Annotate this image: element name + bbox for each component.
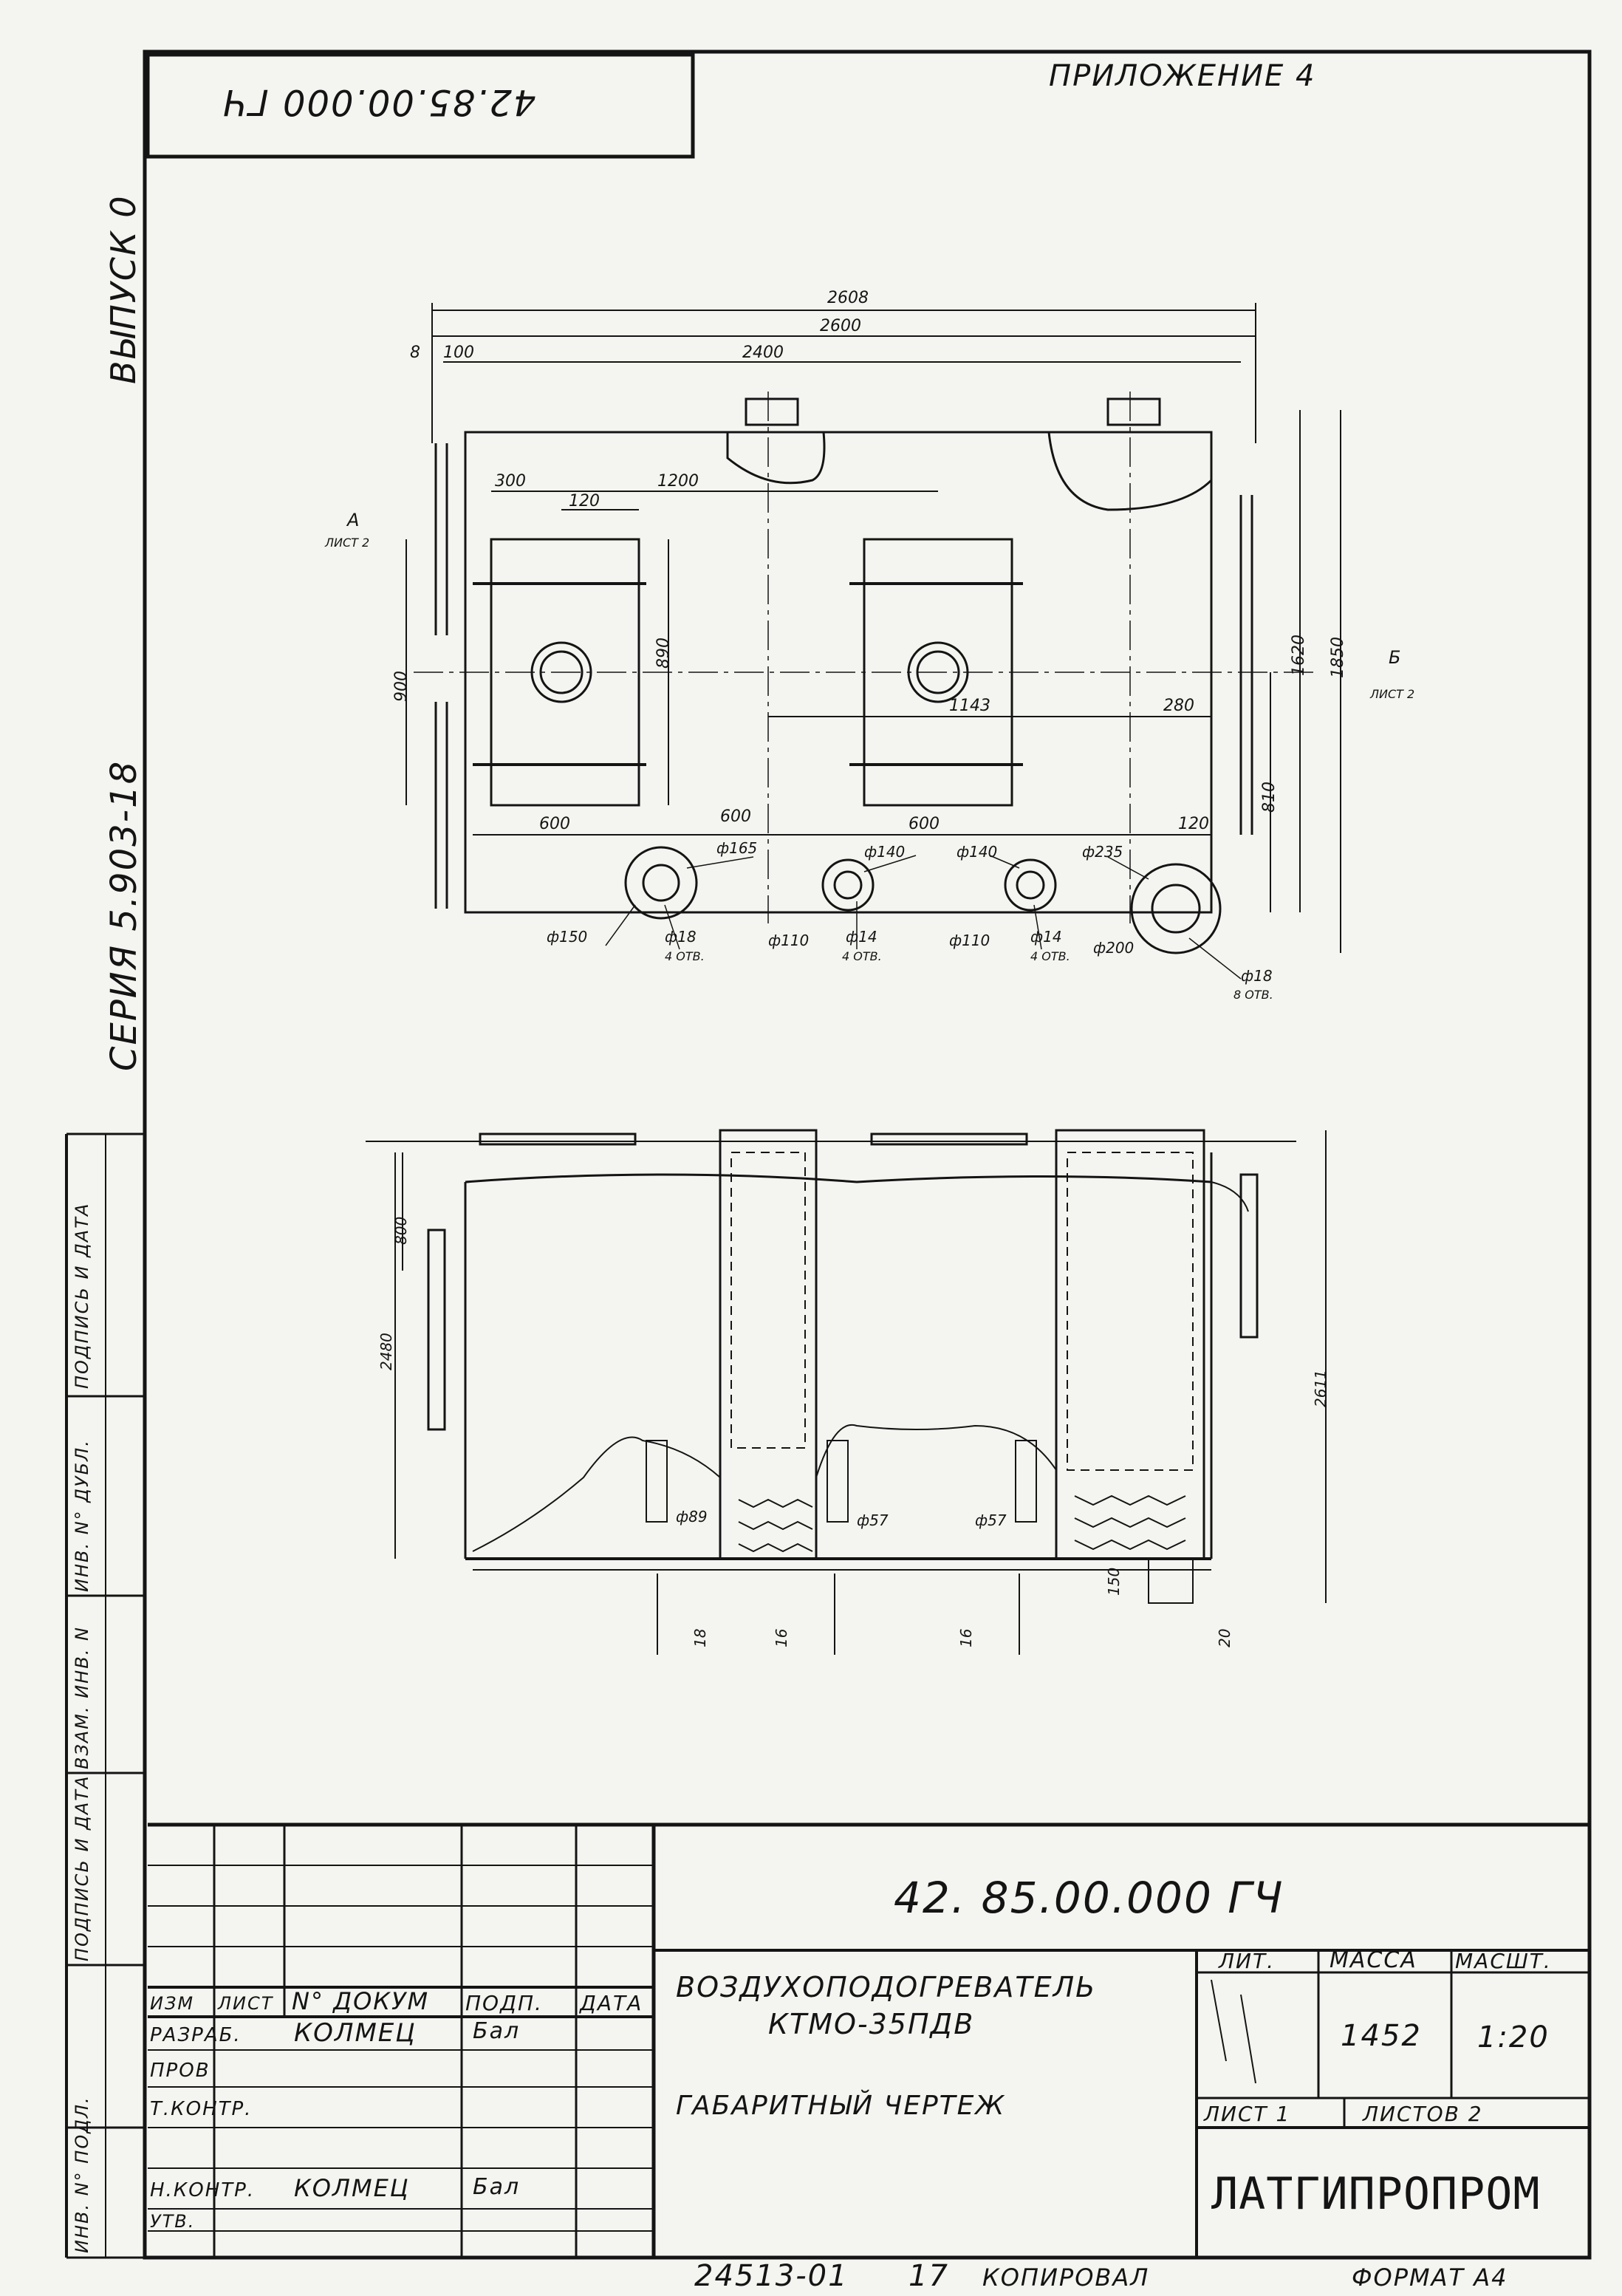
role-prov: ПРОВ bbox=[150, 2060, 211, 2082]
flange-label-12: 4 ОТВ. bbox=[1030, 949, 1070, 963]
flange-label-7: ф14 bbox=[846, 928, 877, 946]
drawing-frame bbox=[143, 49, 1592, 2260]
flange-label-10: ф110 bbox=[949, 932, 990, 949]
elev-dim-2: 2480 bbox=[377, 1333, 395, 1370]
role-nkontr-name: КОЛМЕЦ bbox=[294, 2174, 410, 2202]
plan-dim-8: 1200 bbox=[657, 472, 699, 491]
flange-label-4: 4 ОТВ. bbox=[665, 949, 705, 963]
role-razrab-sign: Бал bbox=[473, 2018, 521, 2044]
plan-dim-18: 120 bbox=[1178, 815, 1209, 833]
view-b-label: Б bbox=[1389, 647, 1400, 668]
header-doc-code: 42.85.00.000 ГЧ bbox=[222, 81, 536, 123]
view-a-sheet: ЛИСТ 2 bbox=[324, 536, 369, 550]
elev-dim-9: 16 bbox=[957, 1629, 975, 1647]
plan-dim-3: 2400 bbox=[742, 344, 784, 362]
flange-label-8: 4 ОТВ. bbox=[842, 949, 882, 963]
role-razrab: РАЗРАБ. bbox=[150, 2024, 242, 2046]
footer-copied: КОПИРОВАЛ bbox=[982, 2263, 1150, 2292]
elev-dim-8: 16 bbox=[773, 1629, 790, 1647]
col-date: ДАТА bbox=[580, 1991, 643, 2015]
plan-dim-19: 810 bbox=[1260, 782, 1279, 813]
view-a-label: А bbox=[346, 510, 359, 530]
product-name: ВОЗДУХОПОДОГРЕВАТЕЛЬ bbox=[676, 1971, 1097, 2003]
plan-dim-4: 8 bbox=[410, 344, 420, 362]
mass-value: 1452 bbox=[1341, 2019, 1422, 2053]
col-doc: N° ДОКУМ bbox=[292, 1987, 430, 2015]
elev-dim-1: 800 bbox=[392, 1217, 410, 1245]
flange-label-13: ф235 bbox=[1082, 843, 1123, 861]
elev-dim-5: ф57 bbox=[857, 1511, 889, 1529]
flange-label-11: ф14 bbox=[1030, 928, 1062, 946]
col-sign: ПОДП. bbox=[465, 1991, 543, 2015]
flange-label-6: ф110 bbox=[768, 932, 809, 949]
flange-label-2: ф150 bbox=[547, 928, 587, 946]
plan-dim-14: 1850 bbox=[1329, 637, 1347, 678]
appendix-label: ПРИЛОЖЕНИЕ 4 bbox=[1049, 59, 1316, 93]
sheet-label: ЛИСТ 1 bbox=[1204, 2102, 1291, 2126]
plan-dim-1: 2608 bbox=[827, 289, 869, 307]
margin-cell-3: ВЗАМ. ИНВ. N bbox=[72, 1626, 92, 1769]
elev-dim-10: 150 bbox=[1105, 1568, 1123, 1596]
elev-dim-4: ф89 bbox=[676, 1508, 708, 1525]
flange-label-5: ф140 bbox=[864, 843, 905, 861]
mass-label: МАССА bbox=[1330, 1947, 1417, 1973]
product-model: КТМО-35ПДВ bbox=[768, 2008, 975, 2040]
scale-value: 1:20 bbox=[1477, 2020, 1550, 2054]
flange-label-14: ф200 bbox=[1093, 939, 1134, 957]
plan-dim-6: 300 bbox=[495, 472, 526, 491]
col-izm: ИЗМ bbox=[150, 1993, 195, 2014]
plan-dim-7: 120 bbox=[569, 492, 600, 510]
plan-dim-9: 900 bbox=[392, 671, 411, 702]
header-code-box bbox=[146, 52, 695, 159]
elevation-view bbox=[366, 1129, 1327, 1655]
scale-label: МАСШТ. bbox=[1455, 1949, 1552, 1973]
margin-cell-5: ИНВ. N° ПОДЛ. bbox=[72, 2096, 92, 2253]
role-razrab-name: КОЛМЕЦ bbox=[294, 2018, 417, 2048]
margin-cell-4: ПОДПИСЬ И ДАТА bbox=[72, 1774, 92, 1961]
org-name: ЛАТГИПРОПРОМ bbox=[1211, 2168, 1541, 2220]
flange-label-9: ф140 bbox=[957, 843, 997, 861]
plan-dim-13: 1620 bbox=[1290, 635, 1308, 676]
title-doc-code: 42. 85.00.000 ГЧ bbox=[894, 1873, 1284, 1923]
flange-label-15: ф18 bbox=[1241, 967, 1273, 985]
role-nkontr: Н.КОНТР. bbox=[150, 2179, 256, 2201]
plan-dim-10: 890 bbox=[654, 638, 673, 669]
plan-dim-17: 600 bbox=[908, 815, 940, 833]
series-label: СЕРИЯ 5.903-18 bbox=[103, 759, 145, 1071]
plan-dim-5: 100 bbox=[443, 344, 474, 362]
flange-label-16: 8 ОТВ. bbox=[1233, 988, 1273, 1002]
issue-label: ВЫПУСК 0 bbox=[103, 194, 143, 385]
plan-dim-16: 600 bbox=[720, 807, 751, 826]
plan-dim-11: 1143 bbox=[949, 697, 990, 715]
role-nkontr-sign: Бал bbox=[473, 2174, 521, 2200]
plan-dim-15: 600 bbox=[539, 815, 570, 833]
plan-view bbox=[406, 303, 1341, 980]
col-list: ЛИСТ bbox=[218, 1993, 274, 2014]
elev-dim-6: ф57 bbox=[975, 1511, 1007, 1529]
margin-cell-1: ПОДПИСЬ И ДАТА bbox=[72, 1202, 92, 1389]
title-block-grid bbox=[148, 1822, 1590, 2258]
flange-label-3: ф18 bbox=[665, 928, 697, 946]
elev-dim-11: 20 bbox=[1216, 1629, 1233, 1647]
footer-format: ФОРМАТ А4 bbox=[1352, 2263, 1508, 2292]
flange-label-1: ф165 bbox=[716, 839, 757, 857]
elev-dim-3: 2611 bbox=[1312, 1370, 1330, 1407]
role-tkontr: Т.КОНТР. bbox=[150, 2098, 253, 2120]
margin-cell-2: ИНВ. N° ДУБЛ. bbox=[72, 1439, 92, 1592]
role-utv: УТВ. bbox=[150, 2211, 196, 2232]
footer-number: 24513-01 bbox=[694, 2259, 849, 2293]
lit-label: ЛИТ. bbox=[1219, 1949, 1276, 1973]
plan-dim-12: 280 bbox=[1163, 697, 1194, 715]
view-b-sheet: ЛИСТ 2 bbox=[1369, 687, 1414, 701]
sheets-label: ЛИСТОВ 2 bbox=[1363, 2102, 1483, 2126]
elev-dim-7: 18 bbox=[691, 1629, 709, 1647]
plan-dim-2: 2600 bbox=[820, 317, 861, 335]
drawing-type: ГАБАРИТНЫЙ ЧЕРТЕЖ bbox=[676, 2091, 1006, 2121]
footer-sheet: 17 bbox=[908, 2259, 949, 2293]
